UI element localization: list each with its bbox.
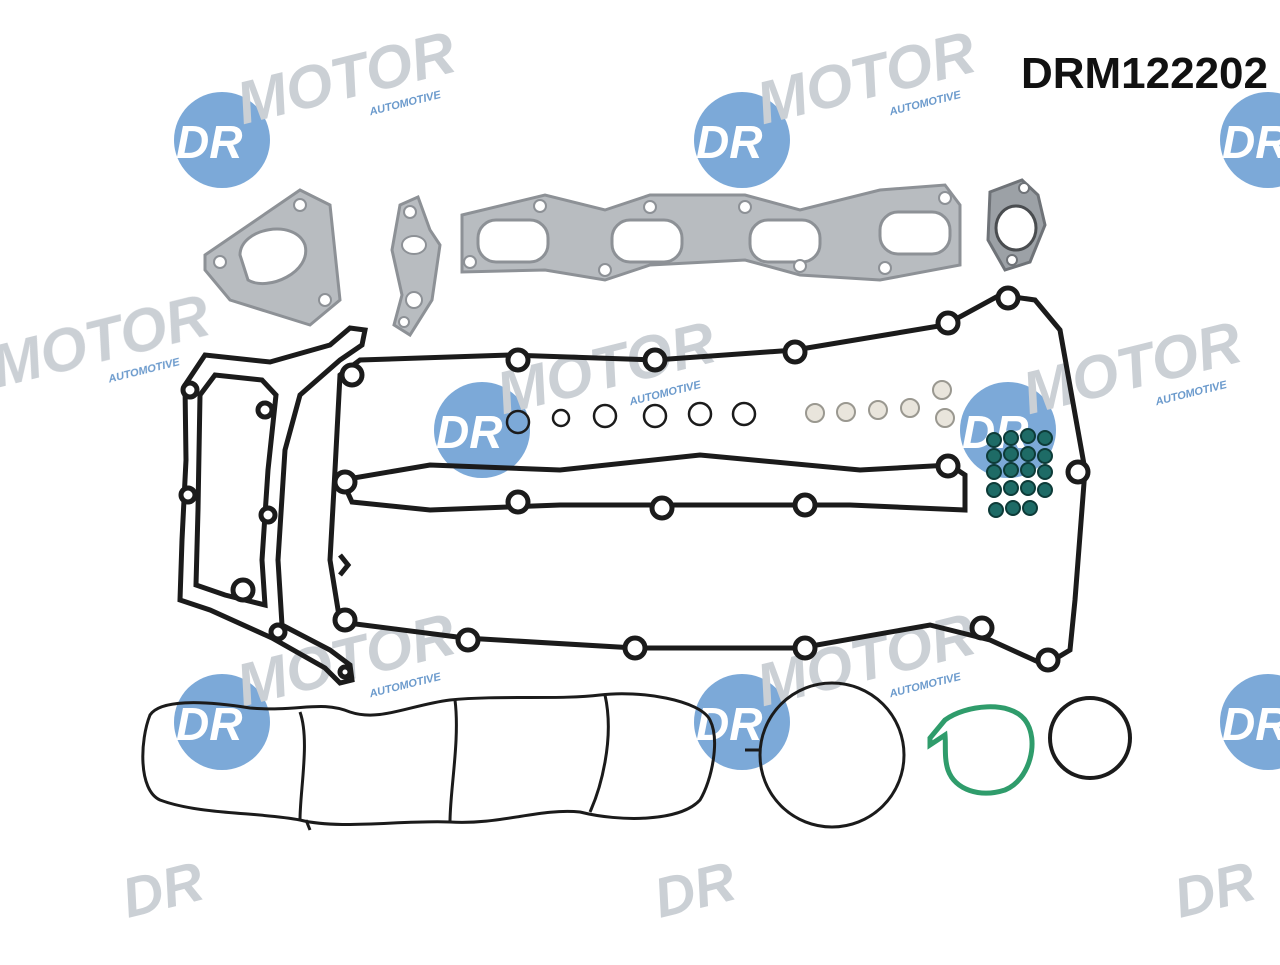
watermark-prefix: DR — [696, 698, 762, 750]
watermark-logo: DR MOTOR AUTOMOTIVE — [694, 18, 982, 188]
timing-cover-gasket — [177, 325, 368, 686]
watermark-prefix: DR — [1168, 849, 1262, 930]
watermark-logo-partial: DR — [1220, 92, 1280, 188]
watermark-logo-partial: DR — [1220, 674, 1280, 770]
watermark-logo: DR MOTOR AUTOMOTIVE — [434, 308, 722, 478]
watermark-prefix: DR — [176, 116, 242, 168]
watermark-logo: DR MOTOR AUTOMOTIVE — [174, 18, 462, 188]
watermark-prefix: DR — [1222, 116, 1280, 168]
valve-cover-bolt-grommets — [332, 285, 1091, 673]
injector-o-rings — [505, 401, 757, 435]
watermark-logo: DR MOTOR AUTOMOTIVE — [174, 600, 462, 770]
intake-manifold-gasket — [141, 692, 717, 831]
watermark-prefix: DR — [648, 849, 742, 930]
watermark-fragment: DR — [116, 849, 210, 930]
watermark-prefix: DR — [116, 849, 210, 930]
throttle-body-o-ring — [745, 681, 906, 829]
watermark-prefix: DR — [696, 116, 762, 168]
watermark-prefix: DR — [436, 406, 502, 458]
egr-pipe-gasket — [390, 194, 442, 338]
green-intake-seal — [927, 704, 1035, 796]
exhaust-manifold-gasket — [460, 183, 962, 282]
watermark-brand: MOTOR — [230, 18, 462, 137]
watermark-fragment: DR — [1168, 849, 1262, 930]
copper-washers — [805, 380, 955, 428]
valve-stem-seals — [986, 428, 1053, 518]
watermark-brand: MOTOR — [750, 18, 982, 137]
watermark-prefix: DR — [1222, 698, 1280, 750]
egr-tube-o-ring — [1048, 696, 1132, 780]
valve-cover-gasket — [327, 292, 1088, 668]
watermark-fragment: DR — [648, 849, 742, 930]
part-number: DRM122202 — [1020, 49, 1268, 98]
watermark-brand: MOTOR — [1016, 308, 1248, 427]
egr-valve-gasket — [986, 178, 1047, 272]
turbo-flange-gasket — [203, 188, 342, 327]
